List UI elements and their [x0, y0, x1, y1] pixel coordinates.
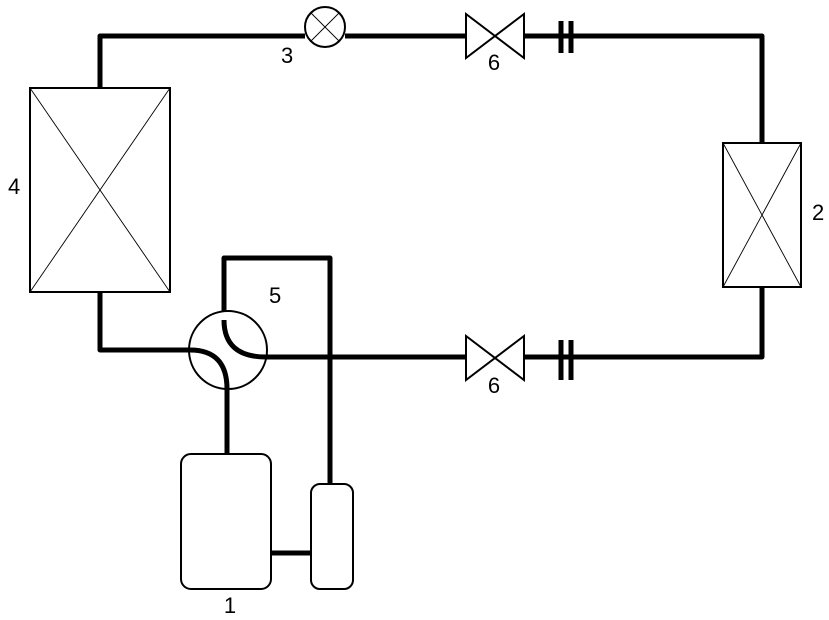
label-compressor: 1	[224, 593, 236, 618]
label-stop-valve-upper: 6	[488, 50, 500, 75]
label-expansion-valve: 3	[281, 43, 293, 68]
compressor	[180, 453, 272, 590]
pipe-bottom-right	[524, 287, 765, 360]
union-fitting-lower	[558, 340, 574, 380]
stop-valve-upper	[465, 11, 525, 61]
label-indoor-unit: 2	[812, 200, 824, 225]
pipe-top-left	[97, 33, 305, 88]
label-stop-valve-lower: 6	[488, 373, 500, 398]
accumulator	[310, 483, 354, 590]
expansion-valve	[304, 6, 346, 48]
pipes	[97, 33, 765, 556]
pipe-hx-to-valve	[97, 292, 190, 353]
label-outdoor-heat-exchanger: 4	[8, 174, 20, 199]
stop-valve-lower	[465, 333, 525, 383]
union-fitting-upper	[558, 21, 574, 53]
pipe-suction-loop	[221, 255, 333, 484]
outdoor-heat-exchanger	[29, 87, 171, 293]
label-four-way-valve: 5	[269, 283, 281, 308]
indoor-unit	[722, 142, 802, 288]
four-way-valve	[188, 310, 268, 390]
pipe-top-right	[524, 33, 765, 143]
